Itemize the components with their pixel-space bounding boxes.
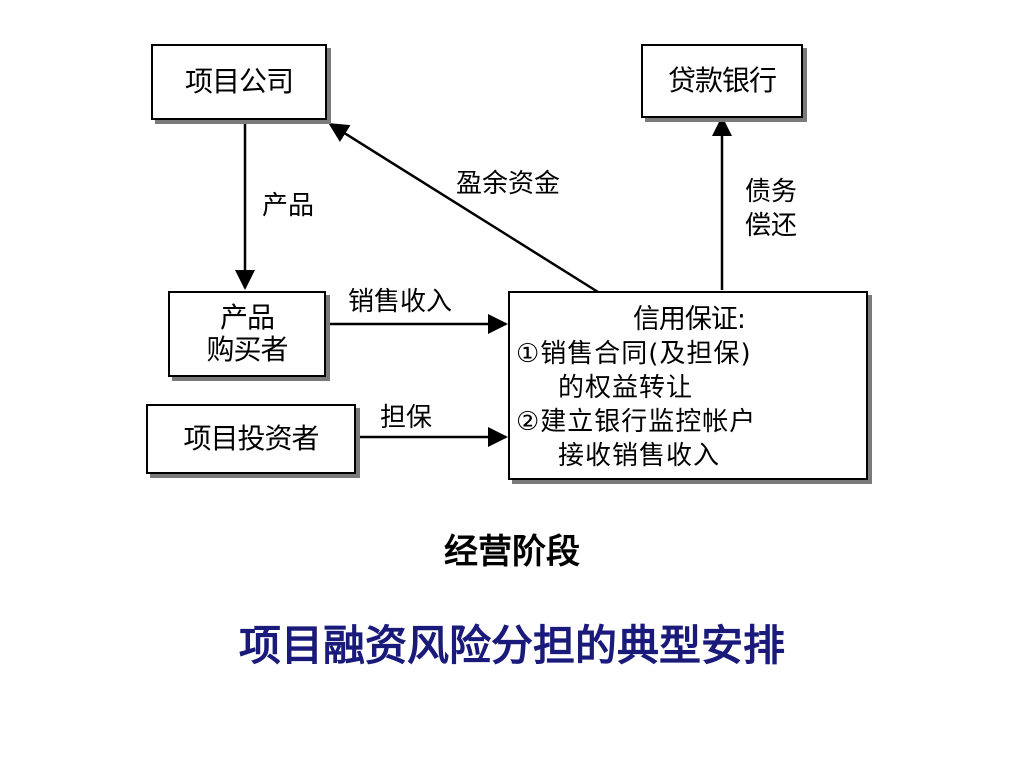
arrow-credit-to-company — [328, 122, 599, 294]
credit-guarantee-item-1: ①销售合同(及担保) — [516, 339, 752, 369]
main-title: 项目融资风险分担的典型安排 — [238, 621, 785, 670]
product-buyer-box: 产品 购买者 — [168, 291, 326, 377]
credit-guarantee-item-2: ②建立银行监控帐户 — [516, 407, 757, 437]
project-company-box: 项目公司 — [151, 44, 327, 120]
edge-label-debt-repayment-line2: 偿还 — [745, 210, 798, 241]
product-buyer-label-line2: 购买者 — [206, 333, 288, 366]
edge-label-guarantee: 担保 — [380, 403, 433, 433]
edge-label-surplus-funds: 盈余资金 — [456, 169, 561, 199]
project-investor-label: 项目投资者 — [183, 421, 319, 455]
lending-bank-box: 贷款银行 — [641, 44, 803, 118]
credit-guarantee-box: 信用保证: ①销售合同(及担保) 的权益转让 ②建立银行监控帐户 接收销售收入 — [508, 291, 868, 480]
project-investor-box: 项目投资者 — [146, 404, 356, 474]
stage-title: 经营阶段 — [444, 532, 580, 572]
edge-label-debt-repayment-line1: 债务 — [745, 177, 798, 207]
product-buyer-label-line1: 产品 — [219, 300, 275, 334]
edge-label-product: 产品 — [262, 191, 315, 221]
edge-label-sales-revenue: 销售收入 — [348, 287, 453, 317]
credit-guarantee-item-2-cont: 接收销售收入 — [558, 441, 721, 471]
lending-bank-label: 贷款银行 — [667, 63, 777, 97]
credit-guarantee-title: 信用保证: — [632, 304, 746, 335]
project-company-label: 项目公司 — [184, 64, 294, 98]
credit-guarantee-item-1-cont: 的权益转让 — [558, 373, 694, 403]
edge-label-debt-repayment: 债务 偿还 — [745, 176, 797, 244]
